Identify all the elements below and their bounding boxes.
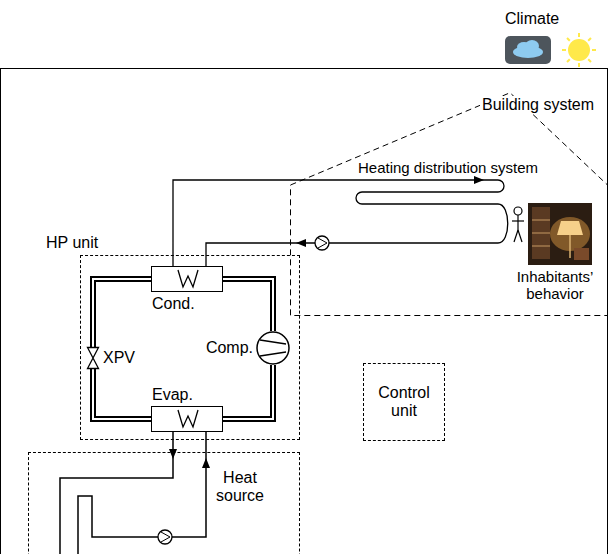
refrigerant-pipe: [223, 365, 273, 419]
compressor-symbol: [256, 331, 290, 365]
person-icon: [512, 207, 524, 242]
climate-label: Climate: [505, 10, 559, 28]
component-label: XPV: [103, 349, 135, 367]
valve-symbol: [87, 347, 99, 369]
water-loop: [173, 180, 508, 266]
ground-loop: [60, 432, 206, 554]
refrigerant-pipe: [223, 279, 273, 331]
sun-icon: [562, 33, 596, 67]
heat-source-region: Heat source: [28, 452, 300, 554]
pump-symbol: [158, 530, 172, 544]
component-label: Cond.: [152, 295, 195, 313]
system-frame: [1, 69, 608, 554]
component-label: Comp.: [206, 339, 253, 357]
component-label: Evap.: [152, 386, 193, 404]
flow-arrow: [296, 239, 306, 247]
subsystem-label: Heating distribution system: [358, 159, 538, 176]
region-label: Building system: [480, 96, 596, 114]
heat-exchanger-symbol: [178, 410, 198, 427]
compressor-circle: Comp.: [256, 331, 290, 365]
flow-arrow: [474, 176, 484, 184]
pump-symbol: [315, 236, 329, 250]
refrigerant-pipe: [93, 279, 151, 347]
control-unit-box: Control unit: [363, 363, 445, 441]
evaporator-box: Evap.: [151, 406, 223, 432]
heat-exchanger-symbol: [178, 270, 198, 287]
region-label: Heat source: [207, 469, 273, 505]
flow-arrow: [169, 449, 177, 459]
region-label: Control unit: [364, 384, 444, 420]
room-photo: [528, 203, 592, 265]
cloud-icon: [505, 36, 551, 64]
region-label: HP unit: [46, 234, 98, 252]
hp-unit-region: HP unitCond.XPVComp.Evap.: [80, 255, 300, 440]
expansion-valve: XPV: [87, 347, 99, 369]
condenser-box: Cond.: [151, 266, 223, 292]
flow-arrow: [202, 458, 210, 468]
subsystem-label: Inhabitants’ behavior: [508, 268, 602, 302]
refrigerant-pipe: [93, 369, 151, 419]
